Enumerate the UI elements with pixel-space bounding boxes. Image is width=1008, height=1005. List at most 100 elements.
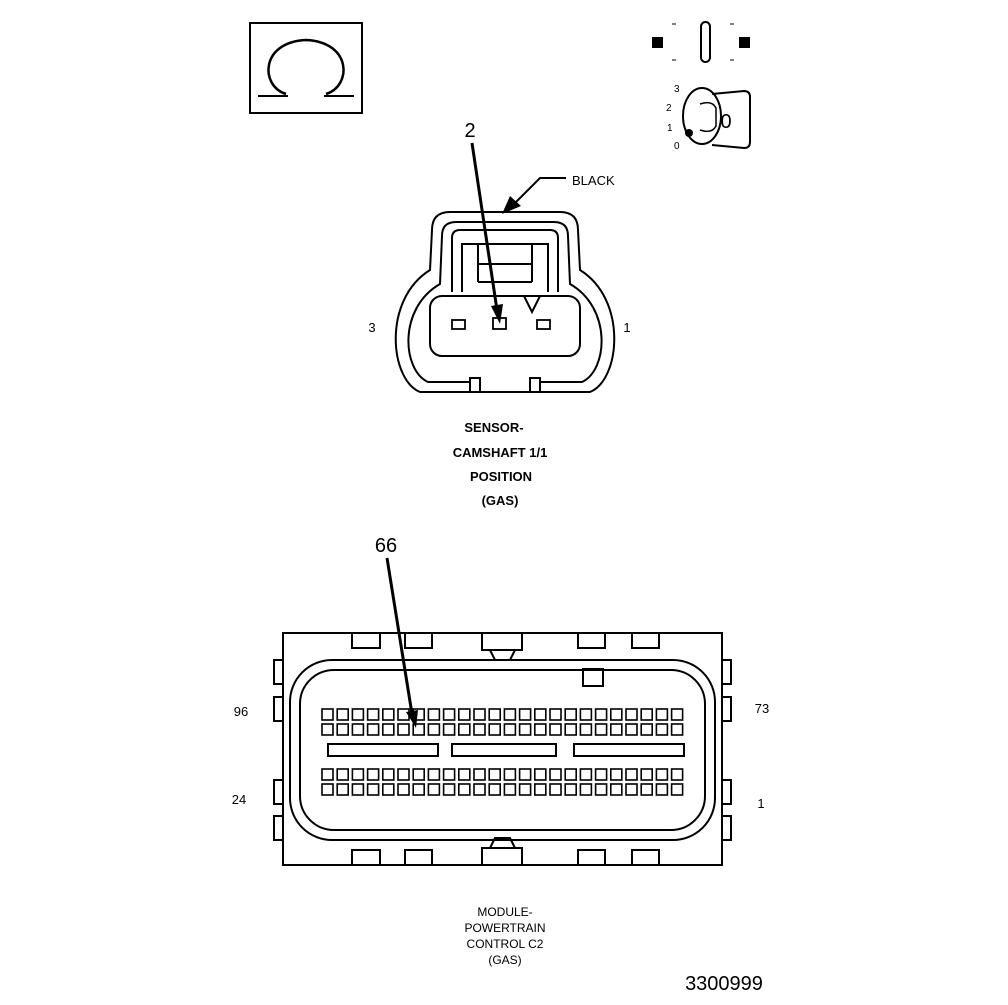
svg-text:POSITION: POSITION <box>470 469 532 484</box>
pcm-pin-cavity <box>457 708 471 721</box>
pcm-pin-callout: 66 <box>375 535 397 557</box>
pcm-pin-cavity <box>640 708 654 721</box>
pcm-pin-cavity <box>473 783 486 796</box>
pcm-pin-cavity <box>457 783 471 796</box>
pcm-pin-24-label: 24 <box>232 792 246 807</box>
pcm-pin-cavity <box>381 783 395 796</box>
pcm-pin-cavity <box>549 783 562 796</box>
pcm-pin-cavity <box>609 783 623 796</box>
pcm-pin-cavity <box>640 768 654 781</box>
pcm-pin-cavity <box>670 768 684 781</box>
pcm-pin-cavity <box>397 708 410 721</box>
pcm-pin-cavity <box>336 708 350 721</box>
pcm-pin-cavity <box>351 708 365 721</box>
pcm-pin-cavity <box>412 783 426 796</box>
pcm-pin-cavity <box>655 723 669 736</box>
connector-color-label: BLACK <box>572 173 615 188</box>
pcm-pin-cavity <box>594 708 608 721</box>
pcm-pin-cavity <box>579 708 593 721</box>
pcm-pin-cavity <box>625 723 638 736</box>
pcm-pin-cavity <box>397 723 410 736</box>
pcm-pin-cavity <box>427 723 441 736</box>
pcm-pin-cavity <box>533 783 547 796</box>
pcm-pin-cavity <box>518 723 532 736</box>
pcm-pin-cavity <box>655 708 669 721</box>
pcm-pin-cavity <box>670 723 684 736</box>
svg-text:CAMSHAFT 1/1: CAMSHAFT 1/1 <box>453 445 548 460</box>
pcm-pin-cavity <box>351 723 365 736</box>
ohmmeter-icon <box>249 22 363 114</box>
pcm-pin-96-label: 96 <box>234 704 248 719</box>
svg-text:(GAS): (GAS) <box>488 953 521 967</box>
pcm-pin-cavity <box>336 783 350 796</box>
pcm-pin-cavity <box>442 768 456 781</box>
pcm-pin-cavity <box>381 723 395 736</box>
pcm-pin-cavity <box>670 783 684 796</box>
pcm-pin-cavity <box>321 723 334 736</box>
sensor-callout-arrow <box>470 142 503 324</box>
sensor-pin-1-label: 1 <box>623 320 630 335</box>
pcm-pin-cavity <box>670 708 684 721</box>
color-leader <box>502 177 566 214</box>
ignition-position-3: 3 <box>674 84 680 95</box>
pcm-pin-cavity <box>473 723 486 736</box>
pcm-pin-field <box>321 708 684 796</box>
pcm-pin-cavity <box>488 768 502 781</box>
pcm-pin-cavity <box>427 768 441 781</box>
ignition-position-0: 0 <box>674 141 680 152</box>
pcm-pin-cavity <box>503 708 517 721</box>
pcm-pin-cavity <box>564 723 578 736</box>
pcm-pin-cavity <box>336 768 350 781</box>
pcm-pin-cavity <box>655 783 669 796</box>
pcm-pin-1-label: 1 <box>757 796 764 811</box>
pcm-pin-cavity <box>640 723 654 736</box>
pcm-pin-cavity <box>549 768 562 781</box>
pcm-pin-cavity <box>457 768 471 781</box>
pcm-pin-cavity <box>579 783 593 796</box>
pcm-pin-cavity <box>609 723 623 736</box>
pcm-pin-cavity <box>549 708 562 721</box>
pcm-pin-cavity <box>321 708 334 721</box>
svg-text:MODULE-: MODULE- <box>477 905 532 919</box>
ignition-key-label: 0 <box>720 111 731 133</box>
pcm-pin-cavity <box>503 768 517 781</box>
sensor-connector-title: SENSOR- CAMSHAFT 1/1 POSITION (GAS) <box>453 420 548 508</box>
pcm-pin-cavity <box>442 723 456 736</box>
pcm-pin-cavity <box>351 768 365 781</box>
pcm-pin-cavity <box>351 783 365 796</box>
pcm-pin-cavity <box>518 768 532 781</box>
disconnect-icon <box>652 21 750 63</box>
pcm-pin-cavity <box>564 783 578 796</box>
pcm-pin-cavity <box>412 723 426 736</box>
pcm-pin-cavity <box>609 768 623 781</box>
pcm-connector-title: MODULE- POWERTRAIN CONTROL C2 (GAS) <box>464 905 545 967</box>
pcm-pin-cavity <box>579 723 593 736</box>
pcm-pin-cavity <box>533 723 547 736</box>
pcm-pin-cavity <box>503 783 517 796</box>
ignition-position-2: 2 <box>666 103 672 114</box>
sensor-pin-callout: 2 <box>464 120 475 142</box>
pcm-pin-cavity <box>366 723 380 736</box>
pcm-pin-cavity <box>594 768 608 781</box>
pcm-pin-cavity <box>549 723 562 736</box>
pcm-pin-cavity <box>473 768 486 781</box>
sensor-connector <box>394 211 616 393</box>
pcm-pin-cavity <box>625 768 638 781</box>
svg-text:CONTROL C2: CONTROL C2 <box>467 937 544 951</box>
pcm-pin-cavity <box>655 768 669 781</box>
pcm-pin-cavity <box>321 783 334 796</box>
pcm-pin-cavity <box>533 768 547 781</box>
pcm-pin-cavity <box>381 768 395 781</box>
pcm-pin-cavity <box>366 768 380 781</box>
pcm-callout-arrow <box>385 557 418 728</box>
pcm-pin-cavity <box>518 708 532 721</box>
pcm-pin-cavity <box>488 783 502 796</box>
svg-text:SENSOR-: SENSOR- <box>464 420 523 435</box>
pcm-pin-cavity <box>564 708 578 721</box>
sensor-pin-3-label: 3 <box>368 320 375 335</box>
pcm-connector <box>273 632 732 866</box>
pcm-pin-cavity <box>625 708 638 721</box>
ignition-position-1: 1 <box>667 123 673 134</box>
pcm-pin-73-label: 73 <box>755 701 769 716</box>
